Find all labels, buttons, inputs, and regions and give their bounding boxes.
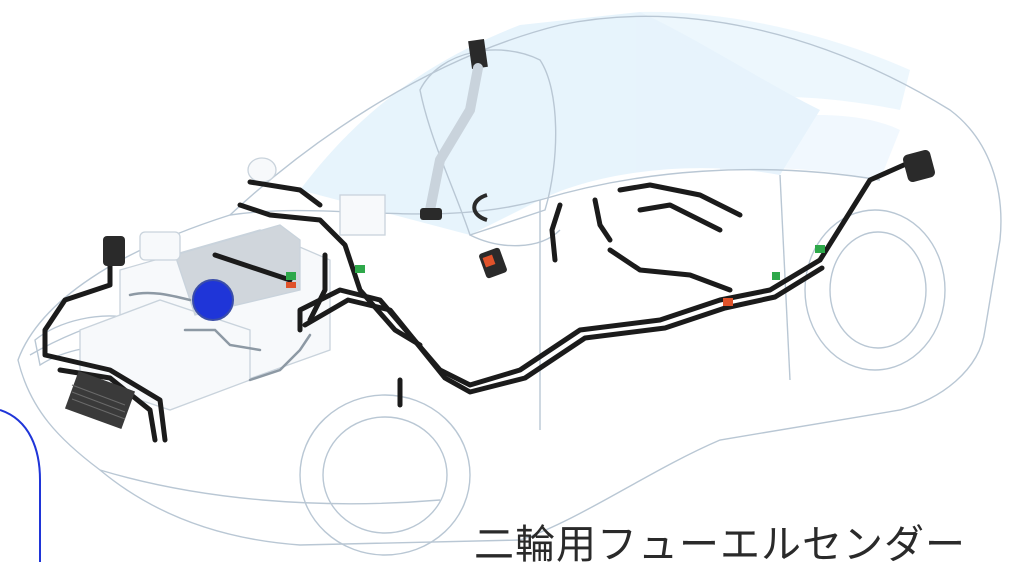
fuel-components [64,39,936,430]
car-body-outline [17,15,1002,546]
callout-bracket [0,409,41,562]
rear-wheel [804,209,946,371]
front-wheel [299,394,471,556]
hose-connectors [286,245,825,306]
fuel-filter [64,370,136,430]
caption-label: 二輪用フューエルセンダー [474,522,966,568]
window-glass [300,11,910,235]
highlight-marker [192,279,234,321]
hose-grey-lines [128,291,312,382]
